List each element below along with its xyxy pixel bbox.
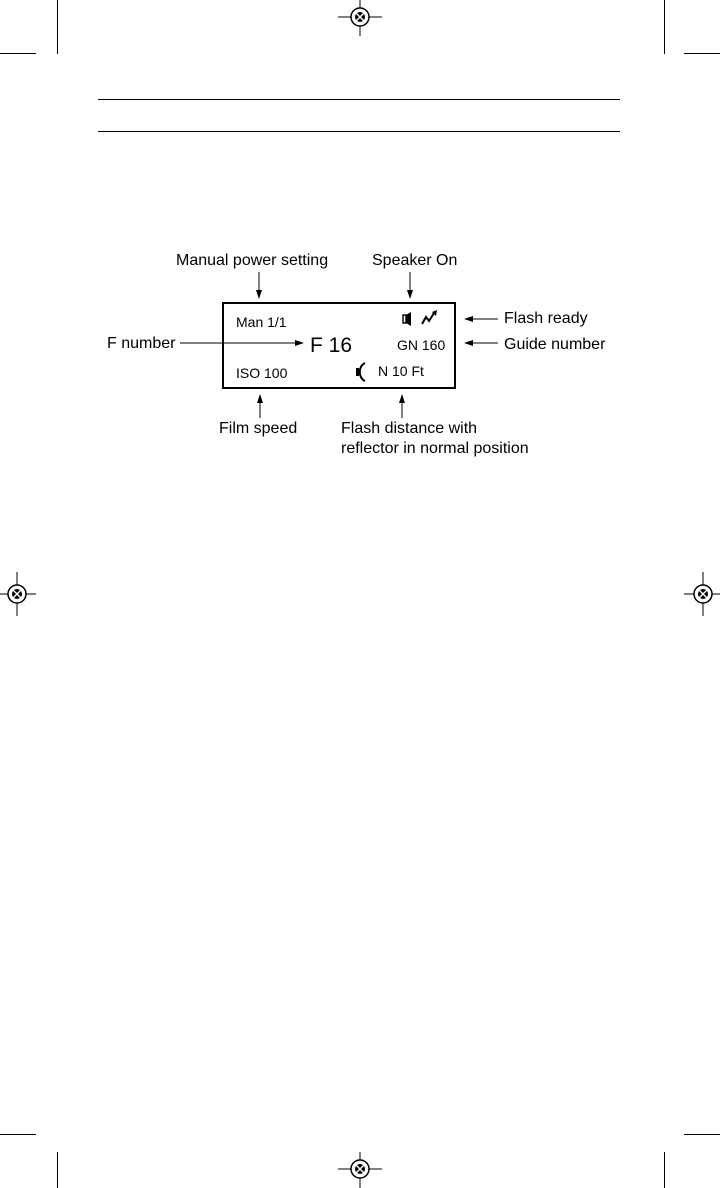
display-guide-number: GN 160 bbox=[397, 337, 445, 353]
crop-mark bbox=[684, 1134, 720, 1135]
display-distance: N 10 Ft bbox=[378, 363, 424, 379]
reflector-icon bbox=[355, 362, 367, 382]
crop-mark bbox=[57, 1152, 58, 1188]
registration-mark-icon bbox=[684, 572, 720, 616]
speaker-icon bbox=[402, 311, 414, 327]
crop-mark bbox=[664, 1152, 665, 1188]
registration-mark-icon bbox=[338, 1152, 382, 1188]
registration-mark-icon bbox=[0, 572, 36, 616]
callout-arrows bbox=[0, 0, 720, 500]
display-aperture: F 16 bbox=[310, 335, 352, 357]
crop-mark bbox=[0, 1134, 36, 1135]
display-mode: Man 1/1 bbox=[236, 314, 287, 330]
display-iso: ISO 100 bbox=[236, 365, 287, 381]
flash-ready-icon bbox=[421, 310, 439, 326]
lcd-display: Man 1/1 F 16 GN 160 ISO 100 N 10 Ft bbox=[222, 302, 456, 389]
